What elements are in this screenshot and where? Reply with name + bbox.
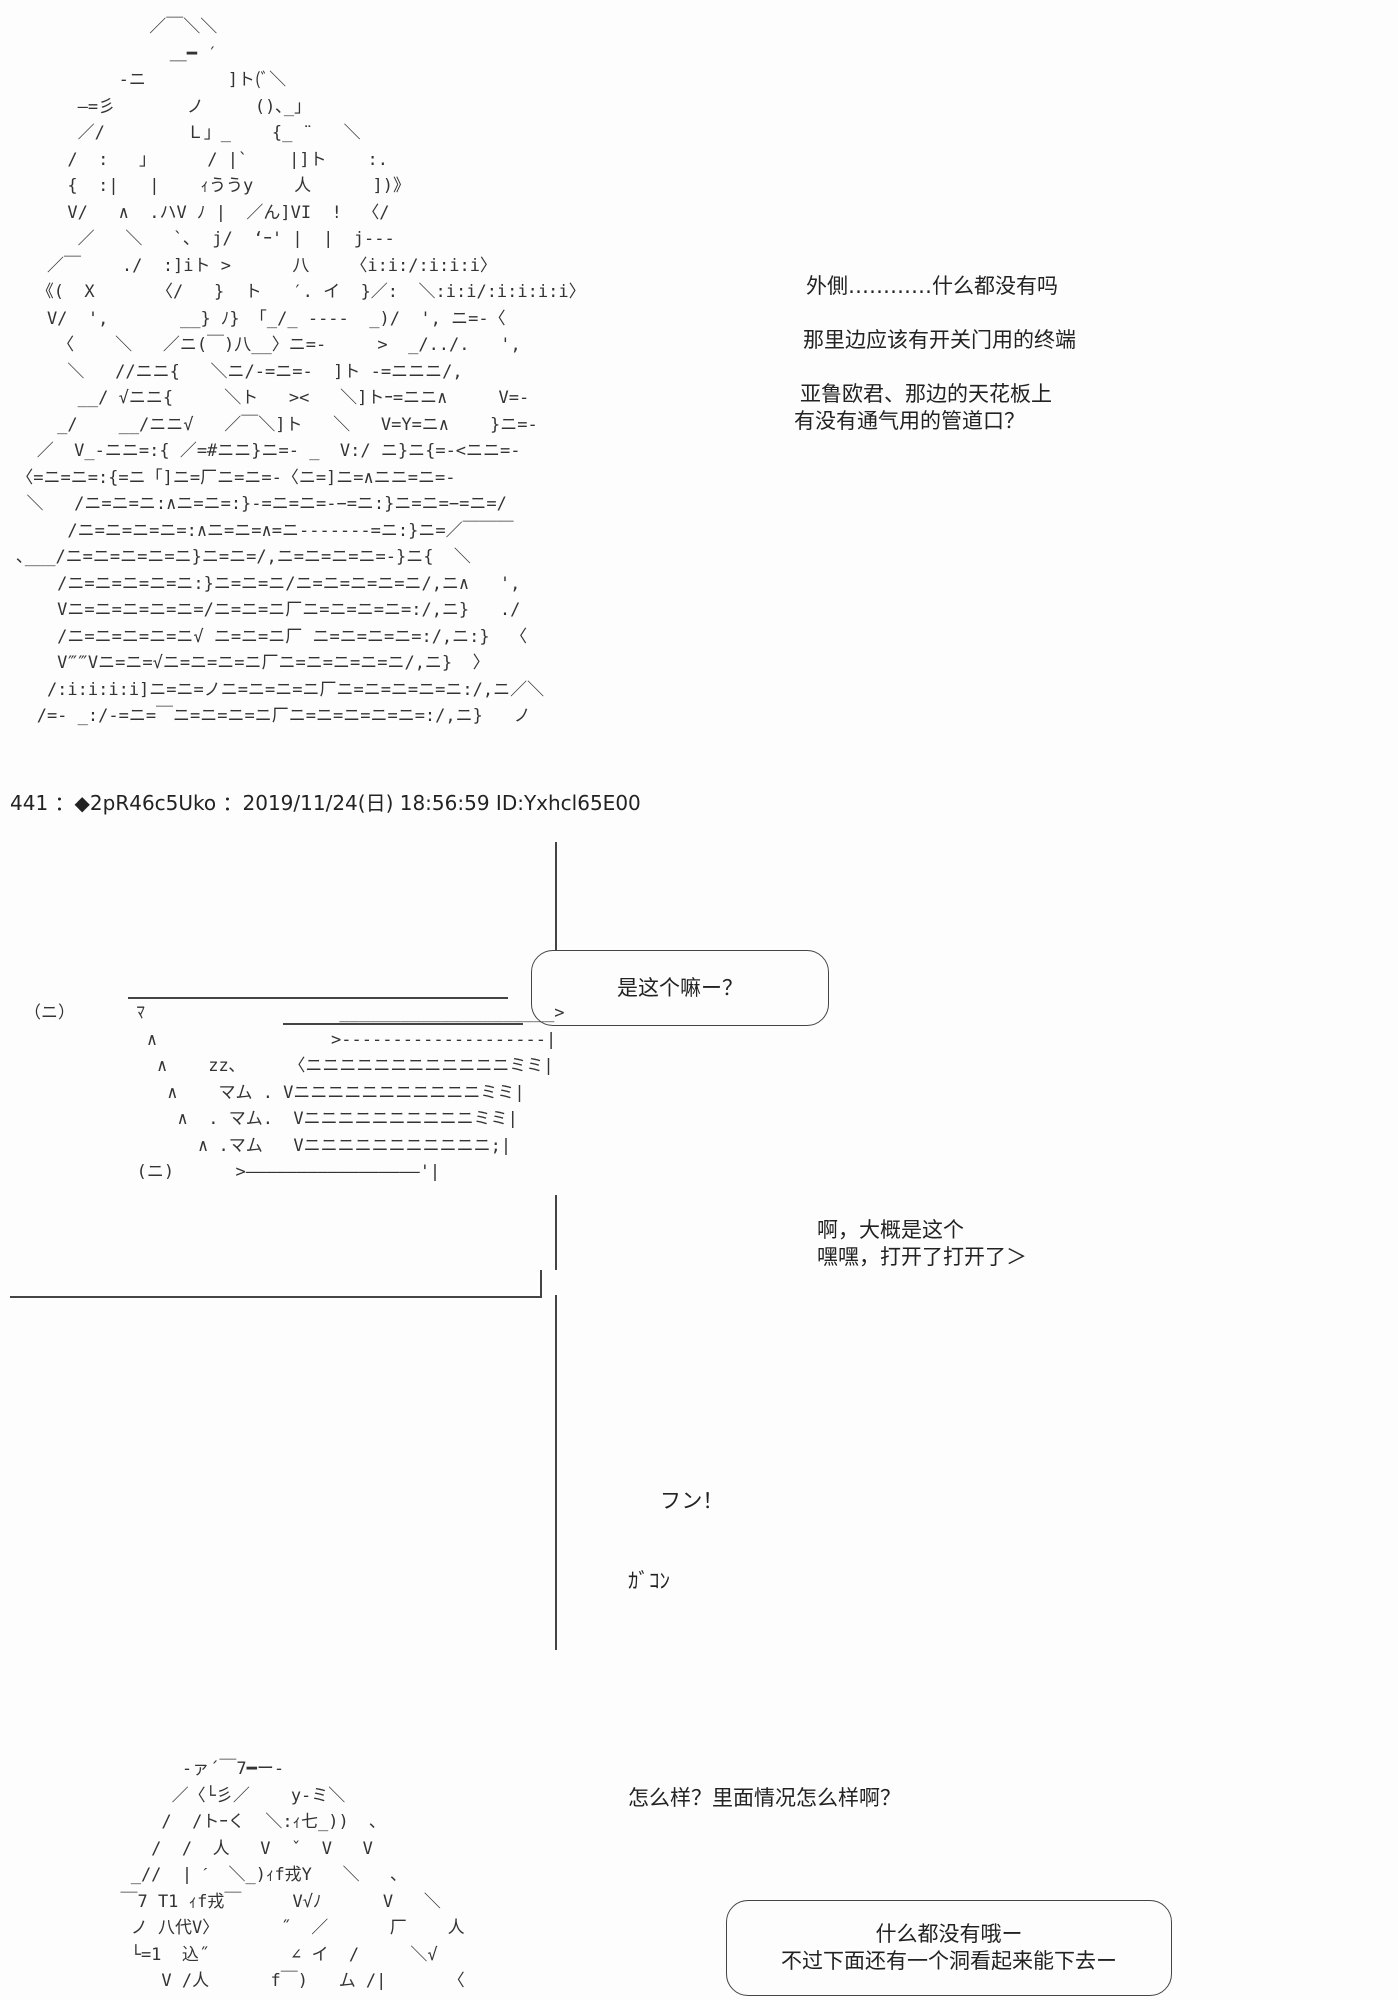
art-line: / : 」 / |` |]ト :.	[6, 149, 388, 170]
art-line: ／/ Ｌ」_ {_ ¨ ＼	[6, 123, 361, 143]
art-line: ／ V_-ニニ=:{ ／=#ニニ}ニ=- _ V:/ ニ}ニ{=-<ニニ=-	[6, 441, 521, 461]
top-ascii-figure: ／￣＼＼ ＿━ ′ -ニ ]ト(ﾞ＼ ―=彡 ノ ()､_」 ／/ Ｌ」_ {_…	[6, 14, 586, 730]
art-line: ノ 八代V〉 ˝ ／ 厂 人	[100, 1918, 465, 1938]
art-line: _// | ˊ ＼_)ｨf戎Y ＼ ､	[100, 1865, 399, 1885]
art-line: -ァ´￣7━ー-	[100, 1759, 285, 1779]
bubble-text: 不过下面还有一个洞看起来能下去ー	[781, 1949, 1117, 1973]
divider-vertical-mid	[555, 1195, 557, 1270]
speech-bubble-middle: 是这个嘛ー？	[531, 950, 829, 1026]
art-line: ∧ .マム Vニニニニニニニニニニニ;|	[24, 1135, 512, 1156]
art-line: V‴‴Vニ=ニ=√ニ=ニ=ニ=ニ厂ニ=ニ=ニ=ニ=ニ/,ニ} 〉	[6, 653, 490, 673]
art-line: ／￣＼＼	[6, 17, 218, 37]
speech-bubble-bottom: 什么都没有哦ー 不过下面还有一个洞看起来能下去ー	[726, 1900, 1172, 1996]
ledge-second-line	[283, 1023, 523, 1025]
art-line: V/ ', __} ﾉ} 「_/_ ---- _)/ ', ニ=-〈	[6, 308, 506, 329]
art-line: / /トｰく ＼:ｨ七_)) ､	[100, 1812, 378, 1832]
narration-line: 亚鲁欧君、那边的天花板上	[800, 382, 1052, 406]
art-line: ／￣ ./ :]iト > 八 〈i:i:/:i:i:i〉	[6, 255, 497, 276]
art-line: ∧ マム . Vニニニニニニニニニニニミミ|	[24, 1082, 525, 1103]
narration-line: 有没有通气用的管道口？	[794, 409, 1025, 433]
sound-effect: ｶﾞｺﾝ	[628, 1569, 670, 1593]
narration-line: 那里边应该有开关门用的终端	[803, 328, 1076, 352]
art-line: /=- _:/-=ニ=￣ニ=ニ=ニ=ニ厂ニ=ニ=ニ=ニ=ニ=:/,ニ} ノ	[6, 706, 531, 726]
art-line: （ニ） ﾏ _____________________>	[24, 1003, 565, 1023]
narration-line: 啊，大概是这个	[817, 1218, 964, 1242]
art-line: _/ __/ニニ√ ／￣＼]ト ＼ V=Y=ニ∧ }ニ=-	[6, 414, 538, 435]
bubble-text: 是这个嘛ー？	[617, 975, 743, 1000]
narration-line: 怎么样？里面情况怎么样啊？	[628, 1786, 901, 1810]
art-line: ￣7 T1 ｨf戎￣ V√ﾉ V ＼	[100, 1891, 441, 1912]
art-line: / / 人 V ˇ V V	[100, 1838, 373, 1859]
bottom-ascii-figure: -ァ´￣7━ー- ／〈└彡／ y-ミ＼ / /トｰく ＼:ｨ七_)) ､ / /…	[100, 1756, 465, 1995]
ledge-top-line	[128, 997, 508, 999]
art-line: 〈 ＼ ／ニ(￣)八__〉ニ=- > _/../. ',	[6, 335, 521, 355]
post-header: 441 ：◆2pR46c5Uko ：2019/11/24(日) 18:56:59…	[10, 791, 641, 815]
art-line: Vニ=ニ=ニ=ニ=ニ=/ニ=ニ=ニ厂ニ=ニ=ニ=ニ=:/,ニ} ./	[6, 600, 521, 620]
art-line: /:i:i:i:i]ニ=ニ=ノニ=ニ=ニ=ニ厂ニ=ニ=ニ=ニ=ニ:/,ニ／＼	[6, 679, 545, 700]
bubble-text: 什么都没有哦ー	[875, 1922, 1023, 1946]
narration-line: 外側…………什么都没有吗	[806, 274, 1058, 298]
art-line: V/ ∧ .ハV ﾉ | ／ん]VI ! 〈/	[6, 202, 390, 223]
art-line: (ニ) >―――――――――――――――――'|	[24, 1162, 441, 1182]
sound-effect: フン！	[660, 1489, 724, 1513]
art-line: ／〈└彡／ y-ミ＼	[100, 1785, 346, 1806]
divider-vertical-bottom	[555, 1295, 557, 1650]
art-line: 《( X 〈/ } ト ′. イ }／: ＼:i:i/:i:i:i:i〉	[6, 282, 586, 302]
art-line: ―=彡 ノ ()､_」	[6, 96, 312, 117]
art-line: ＼ /ニ=ニ=ニ:∧ニ=ニ=:}-=ニ=ニ=-−=ニ:}ニ=ニ=−=ニ=/	[6, 494, 507, 514]
art-line: └=1 込˝ ∠ イ / ＼√	[100, 1944, 438, 1965]
divider-vertical-short	[540, 1270, 542, 1298]
art-line: -ニ ]ト(ﾞ＼	[6, 70, 287, 90]
art-line: ∧ zz､ 〈ニニニニニニニニニニニニミミ|	[24, 1056, 554, 1076]
divider-horizontal	[10, 1296, 541, 1298]
art-line: ､___/ニ=ニ=ニ=ニ=ニ}ニ=ニ=/,ニ=ニ=ニ=ニ=-}ニ{ ＼	[6, 547, 471, 567]
art-line: ∧ . マム. Vニニニニニニニニニニミミ|	[24, 1109, 518, 1129]
narration-line: 嘿嘿，打开了打开了＞	[817, 1245, 1027, 1269]
art-line: ＿━ ′	[6, 43, 218, 64]
art-line: ／ ＼ `､ j/ ‘ｰ' | | j---	[6, 229, 395, 249]
art-line: __/ √ニニ{ ＼ト >< ＼]トｰ=ニニ∧ V=-	[6, 388, 530, 408]
art-line: { :| | ｨううy 人 ])》	[6, 176, 411, 196]
art-line: /ニ=ニ=ニ=ニ=ニ√ ニ=ニ=ニ厂 ニ=ニ=ニ=ニ=:/,ニ:} 〈	[6, 626, 528, 647]
art-line: ∧ >--------------------|	[24, 1029, 557, 1050]
art-line: ＼ //ニニ{ ＼ニ/-=ニ=- ]ト -=ニニニ/,	[6, 361, 463, 382]
art-line: /ニ=ニ=ニ=ニ=ニ:}ニ=ニ=ニ/ニ=ニ=ニ=ニ=ニ/,ニ∧ ',	[6, 573, 521, 594]
art-line: 〈=ニ=ニ=:{=ニ「]ニ=厂ニ=ニ=-〈ニ=]ニ=∧ニニ=ニ=-	[6, 467, 456, 488]
divider-vertical-top	[555, 842, 557, 950]
art-line: /ニ=ニ=ニ=ニ=:∧ニ=ニ=∧=ニ-------=ニ:}ニ=／￣￣￣	[6, 520, 514, 541]
art-line: V /人 f￣) ム /| 〈	[100, 1971, 465, 1991]
middle-ascii-figure: （ニ） ﾏ _____________________> ∧ >--------…	[24, 1000, 565, 1186]
